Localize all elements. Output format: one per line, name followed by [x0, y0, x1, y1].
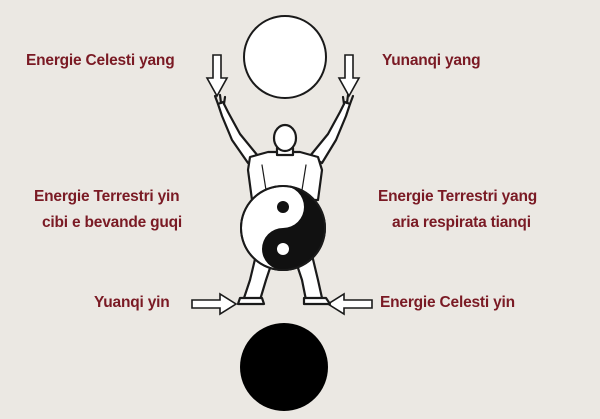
- label-terrestrial-yang-line2: aria respirata tianqi: [392, 214, 531, 231]
- label-terrestrial-yin-line1: Energie Terrestri yin: [34, 188, 180, 205]
- down-arrow-right-icon: [337, 54, 361, 98]
- yin-yang-icon: [240, 185, 326, 271]
- white-yang-circle: [243, 15, 327, 99]
- label-terrestrial-yin: Energie Terrestri yin cibi e bevande guq…: [34, 184, 182, 236]
- qigong-figure: [213, 93, 355, 306]
- black-yin-circle: [240, 323, 328, 411]
- label-celestial-yin: Energie Celesti yin: [380, 294, 515, 311]
- label-yunanqi-yang: Yunanqi yang: [382, 52, 481, 69]
- left-arrow-icon: [326, 292, 373, 316]
- down-arrow-left-icon: [205, 54, 229, 98]
- right-arrow-icon: [191, 292, 238, 316]
- label-terrestrial-yang: Energie Terrestri yang aria respirata ti…: [378, 184, 537, 236]
- label-terrestrial-yin-line2: cibi e bevande guqi: [42, 214, 183, 231]
- label-terrestrial-yang-line1: Energie Terrestri yang: [378, 188, 537, 205]
- label-yuanqi-yin: Yuanqi yin: [94, 294, 170, 311]
- label-celestial-yang: Energie Celesti yang: [26, 52, 175, 69]
